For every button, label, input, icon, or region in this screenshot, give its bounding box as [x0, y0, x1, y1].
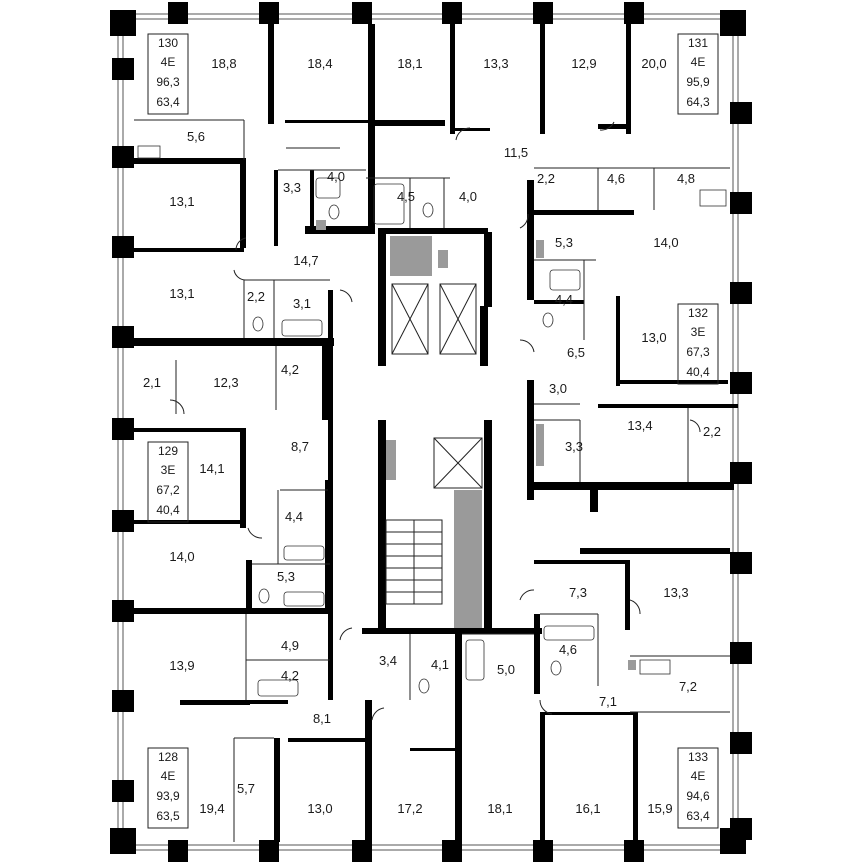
- room-area: 3,3: [565, 439, 583, 454]
- room-area: 4,5: [397, 189, 415, 204]
- room-area: 7,1: [599, 694, 617, 709]
- room-area: 13,1: [169, 286, 194, 301]
- bathroom-fixtures: [137, 145, 727, 697]
- apartment-132-total-area: 67,3: [686, 345, 710, 359]
- apartment-132-type: 3E: [691, 325, 706, 339]
- apartment-133-living-area: 63,4: [686, 809, 710, 823]
- apartment-131-total-area: 95,9: [686, 75, 710, 89]
- room-area: 13,3: [663, 585, 688, 600]
- room-area: 7,2: [679, 679, 697, 694]
- apartment-133-total-area: 94,6: [686, 789, 710, 803]
- room-area-labels: 18,8 18,4 18,1 13,3 12,9 20,0 5,6 11,5 1…: [143, 56, 721, 816]
- room-area: 4,8: [677, 171, 695, 186]
- room-area: 4,6: [559, 642, 577, 657]
- room-area: 2,2: [537, 171, 555, 186]
- room-area: 17,2: [397, 801, 422, 816]
- apartment-131-type: 4E: [691, 55, 706, 69]
- apartment-131-number: 131: [688, 36, 708, 50]
- apartment-128-total-area: 93,9: [156, 789, 180, 803]
- room-area: 18,1: [487, 801, 512, 816]
- room-area: 5,3: [277, 569, 295, 584]
- room-area: 2,2: [703, 424, 721, 439]
- room-area: 13,3: [483, 56, 508, 71]
- room-area: 16,1: [575, 801, 600, 816]
- room-area: 13,4: [627, 418, 652, 433]
- room-area: 19,4: [199, 801, 224, 816]
- apartment-129-number: 129: [158, 444, 178, 458]
- room-area: 18,8: [211, 56, 236, 71]
- room-area: 2,1: [143, 375, 161, 390]
- room-area: 4,2: [281, 362, 299, 377]
- core-fixtures: [385, 283, 483, 605]
- door-swings: [169, 121, 701, 721]
- thin-partitions: [134, 119, 730, 842]
- apartment-128-number: 128: [158, 750, 178, 764]
- apartment-132-number: 132: [688, 306, 708, 320]
- room-area: 13,0: [307, 801, 332, 816]
- room-area: 4,4: [555, 292, 573, 307]
- apartment-132-living-area: 40,4: [686, 365, 710, 379]
- shafts: [316, 220, 636, 670]
- room-area: 4,1: [431, 657, 449, 672]
- room-area: 3,4: [379, 653, 397, 668]
- apartment-128-type: 4E: [161, 769, 176, 783]
- room-area: 14,1: [199, 461, 224, 476]
- apartment-133-number: 133: [688, 750, 708, 764]
- room-area: 5,0: [497, 662, 515, 677]
- room-area: 3,3: [283, 180, 301, 195]
- room-area: 12,3: [213, 375, 238, 390]
- room-area: 4,2: [281, 668, 299, 683]
- apartment-129-living-area: 40,4: [156, 503, 180, 517]
- apartment-129-total-area: 67,2: [156, 483, 180, 497]
- room-area: 14,0: [653, 235, 678, 250]
- room-area: 13,9: [169, 658, 194, 673]
- apartment-133-type: 4E: [691, 769, 706, 783]
- room-area: 3,1: [293, 296, 311, 311]
- room-area: 4,6: [607, 171, 625, 186]
- room-area: 20,0: [641, 56, 666, 71]
- room-area: 13,1: [169, 194, 194, 209]
- room-area: 8,7: [291, 439, 309, 454]
- apartment-info-labels: 130 4E 96,3 63,4 131 4E 95,9 64,3 132 3E…: [156, 36, 710, 823]
- room-area: 4,0: [327, 169, 345, 184]
- apartment-128-living-area: 63,5: [156, 809, 180, 823]
- room-area: 18,1: [397, 56, 422, 71]
- interior-walls: [124, 24, 738, 842]
- room-area: 11,5: [504, 145, 528, 160]
- room-area: 13,0: [641, 330, 666, 345]
- room-area: 3,0: [549, 381, 567, 396]
- room-area: 18,4: [307, 56, 332, 71]
- room-area: 7,3: [569, 585, 587, 600]
- apartment-129-type: 3E: [161, 463, 176, 477]
- apartment-info-boxes: [147, 33, 719, 829]
- room-area: 8,1: [313, 711, 331, 726]
- room-area: 2,2: [247, 289, 265, 304]
- room-area: 5,6: [187, 129, 205, 144]
- room-area: 4,9: [281, 638, 299, 653]
- room-area: 4,0: [459, 189, 477, 204]
- apartment-131-living-area: 64,3: [686, 95, 710, 109]
- room-area: 6,5: [567, 345, 585, 360]
- room-area: 4,4: [285, 509, 303, 524]
- room-area: 15,9: [647, 801, 672, 816]
- apartment-130-living-area: 63,4: [156, 95, 180, 109]
- room-area: 12,9: [571, 56, 596, 71]
- apartment-130-type: 4E: [161, 55, 176, 69]
- room-area: 5,3: [555, 235, 573, 250]
- room-area: 14,7: [293, 253, 318, 268]
- apartment-130-total-area: 96,3: [156, 75, 180, 89]
- apartment-130-number: 130: [158, 36, 178, 50]
- room-area: 5,7: [237, 781, 255, 796]
- room-area: 14,0: [169, 549, 194, 564]
